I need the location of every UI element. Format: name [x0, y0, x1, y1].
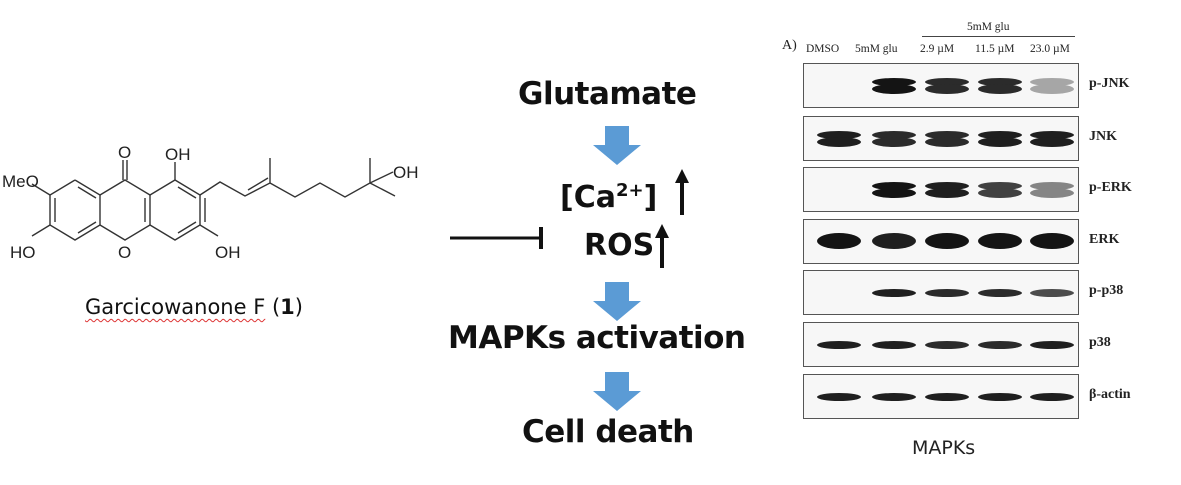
band	[978, 131, 1022, 139]
band	[925, 182, 969, 190]
ketone-o-label: O	[118, 143, 131, 162]
blot-panel	[803, 219, 1079, 264]
garcicowanone-f-structure: MeO O OH OH HO O OH	[2, 143, 419, 262]
blot-caption: MAPKs	[912, 437, 976, 459]
band	[817, 393, 861, 401]
band-label: JNK	[1089, 129, 1117, 144]
band	[978, 393, 1022, 401]
band	[925, 188, 969, 198]
down-arrow-icon	[593, 126, 641, 165]
lane-label: 5mM glu	[855, 43, 898, 55]
ca-charge: 2+	[615, 180, 644, 201]
oh-tail-label: OH	[393, 163, 419, 182]
band	[872, 393, 916, 401]
band	[872, 137, 916, 147]
compound-number: 1	[280, 295, 295, 319]
band	[1030, 84, 1074, 94]
band	[872, 341, 916, 349]
band	[925, 393, 969, 401]
band	[872, 188, 916, 198]
down-arrow-icon	[593, 372, 641, 411]
band	[1030, 341, 1074, 349]
band	[817, 341, 861, 349]
lane-label: 23.0 µM	[1030, 43, 1070, 55]
band	[1030, 131, 1074, 139]
band	[872, 84, 916, 94]
band	[925, 84, 969, 94]
ca-bracket: ]	[643, 180, 658, 215]
band	[978, 182, 1022, 190]
blot-panel	[803, 374, 1079, 419]
band-label: p-p38	[1089, 283, 1124, 298]
compound-name: Garcicowanone F (1)	[85, 295, 303, 319]
ros-label: ROS	[584, 228, 655, 263]
band	[817, 131, 861, 139]
band	[872, 289, 916, 297]
blot-panel	[803, 63, 1079, 108]
band	[1030, 137, 1074, 147]
compound-name-text: Garcicowanone F	[85, 295, 266, 319]
band	[925, 233, 969, 249]
band	[1030, 233, 1074, 249]
group-bracket	[922, 36, 1075, 37]
band	[925, 289, 969, 297]
oh-bottom-label: OH	[215, 243, 241, 262]
band	[1030, 289, 1074, 297]
calcium-label: [Ca2+]	[560, 180, 657, 215]
group-header: 5mM glu	[967, 21, 1010, 33]
band	[817, 233, 861, 249]
xanthone-skeleton	[31, 158, 396, 241]
band-label: p38	[1089, 335, 1111, 350]
lane-label: 2.9 µM	[920, 43, 955, 55]
band	[872, 182, 916, 190]
ho-left-label: HO	[10, 243, 36, 262]
band	[1030, 182, 1074, 190]
meo-label: MeO	[2, 172, 39, 191]
band-label: p-JNK	[1089, 76, 1130, 91]
band	[1030, 188, 1074, 198]
band	[817, 137, 861, 147]
band-label: β-actin	[1089, 387, 1131, 402]
up-arrow-icon	[675, 169, 689, 215]
band	[1030, 393, 1074, 401]
band	[1030, 78, 1074, 86]
down-arrow-icon	[593, 282, 641, 321]
band	[872, 131, 916, 139]
lane-label: DMSO	[806, 43, 840, 55]
lane-label: 11.5 µM	[975, 43, 1015, 55]
blot-panel	[803, 167, 1079, 212]
band	[978, 233, 1022, 249]
band	[978, 137, 1022, 147]
ca-text: [Ca	[560, 180, 616, 215]
band	[978, 341, 1022, 349]
band	[978, 289, 1022, 297]
band	[978, 84, 1022, 94]
band	[925, 78, 969, 86]
band	[925, 137, 969, 147]
band-label: ERK	[1089, 232, 1120, 247]
blot-panel	[803, 322, 1079, 367]
cell-death-label: Cell death	[522, 414, 694, 450]
blot-panel	[803, 116, 1079, 161]
oh-top-label: OH	[165, 145, 191, 164]
band	[872, 78, 916, 86]
band	[925, 131, 969, 139]
band	[872, 233, 916, 249]
panel-label: A)	[782, 38, 797, 53]
up-arrow-icon	[655, 224, 669, 268]
inhibition-symbol	[450, 227, 543, 249]
band-label: p-ERK	[1089, 180, 1132, 195]
blot-panel	[803, 270, 1079, 315]
band	[978, 78, 1022, 86]
ring-o-label: O	[118, 243, 131, 262]
mapks-activation-label: MAPKs activation	[448, 320, 746, 356]
band	[925, 341, 969, 349]
glutamate-label: Glutamate	[518, 76, 697, 112]
band	[978, 188, 1022, 198]
